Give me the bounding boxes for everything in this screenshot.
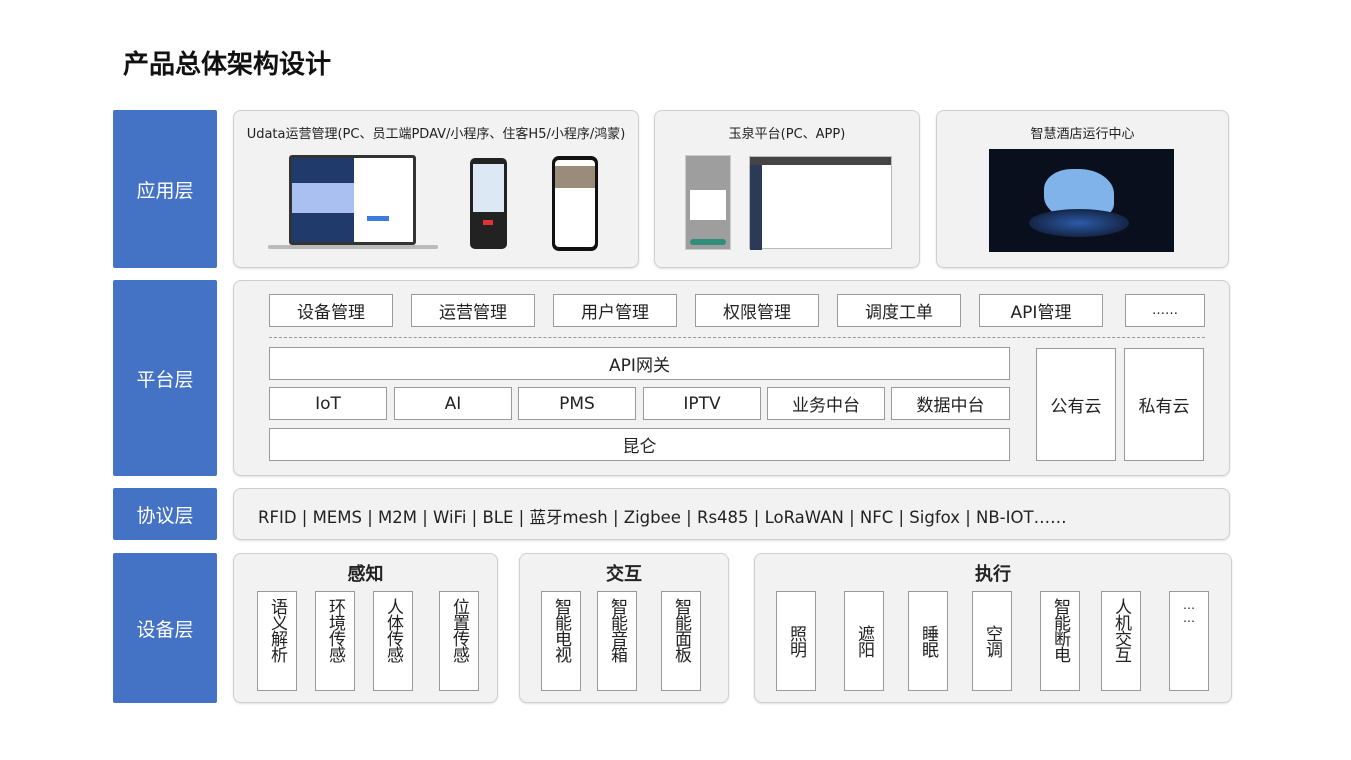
module-device-management: 设备管理: [269, 294, 393, 327]
device-item: 智能音箱: [597, 591, 637, 691]
service-pms: PMS: [518, 387, 636, 420]
device-item: 遮阳: [844, 591, 884, 691]
protocol-list: RFID | MEMS | M2M | WiFi | BLE | 蓝牙mesh …: [258, 508, 1067, 527]
app-panel-ops-center: 智慧酒店运行中心: [936, 110, 1229, 268]
module-operations-management: 运营管理: [411, 294, 535, 327]
layer-label-platform: 平台层: [113, 280, 217, 476]
device-item: 智能电视: [541, 591, 581, 691]
service-iot: IoT: [269, 387, 387, 420]
layer-label-app: 应用层: [113, 110, 217, 268]
service-iptv: IPTV: [643, 387, 761, 420]
mobile-app-image: [685, 155, 731, 250]
pda-image: [470, 158, 507, 249]
module-permission-management: 权限管理: [695, 294, 819, 327]
public-cloud: 公有云: [1036, 348, 1116, 461]
group-title: 感知: [347, 564, 384, 585]
device-item: 智能断电: [1040, 591, 1080, 691]
kunlun-base: 昆仑: [269, 428, 1010, 461]
api-gateway: API网关: [269, 347, 1010, 380]
phone-image: [552, 156, 598, 251]
panel-title: 玉泉平台(PC、APP): [728, 127, 846, 142]
page-title: 产品总体架构设计: [123, 50, 332, 80]
laptop-image: [268, 155, 438, 251]
device-item: 空调: [972, 591, 1012, 691]
module-api-management: API管理: [979, 294, 1103, 327]
dashboard-image: [989, 149, 1174, 252]
panel-title: Udata运营管理(PC、员工端PDAV/小程序、住客H5/小程序/鸿蒙): [246, 127, 626, 142]
web-app-image: [749, 156, 892, 250]
panel-title: 智慧酒店运行中心: [1030, 127, 1135, 142]
app-panel-udata: Udata运营管理(PC、员工端PDAV/小程序、住客H5/小程序/鸿蒙): [233, 110, 639, 268]
service-business-middle: 业务中台: [767, 387, 885, 420]
device-item: 环境传感: [315, 591, 355, 691]
app-panel-yuquan: 玉泉平台(PC、APP): [654, 110, 920, 268]
device-item: 睡眠: [908, 591, 948, 691]
device-item: 人机交互: [1101, 591, 1141, 691]
service-data-middle: 数据中台: [891, 387, 1010, 420]
divider: [269, 337, 1205, 338]
device-item-more: ……: [1169, 591, 1209, 691]
device-item: 位置传感: [439, 591, 479, 691]
device-group-interact: 交互 智能电视 智能音箱 智能面板: [519, 553, 729, 703]
module-user-management: 用户管理: [553, 294, 677, 327]
private-cloud: 私有云: [1124, 348, 1204, 461]
group-title: 交互: [606, 564, 642, 585]
module-more: ……: [1125, 294, 1205, 327]
device-item: 人体传感: [373, 591, 413, 691]
module-dispatch-workorder: 调度工单: [837, 294, 961, 327]
device-item: 语义解析: [257, 591, 297, 691]
device-item: 照明: [776, 591, 816, 691]
protocol-panel: RFID | MEMS | M2M | WiFi | BLE | 蓝牙mesh …: [233, 488, 1230, 540]
service-ai: AI: [394, 387, 512, 420]
device-group-sense: 感知 语义解析 环境传感 人体传感 位置传感: [233, 553, 498, 703]
device-group-execute: 执行 照明 遮阳 睡眠 空调 智能断电 人机交互 ……: [754, 553, 1232, 703]
device-item: 智能面板: [661, 591, 701, 691]
group-title: 执行: [975, 564, 1011, 585]
layer-label-protocol: 协议层: [113, 488, 217, 540]
layer-label-device: 设备层: [113, 553, 217, 703]
